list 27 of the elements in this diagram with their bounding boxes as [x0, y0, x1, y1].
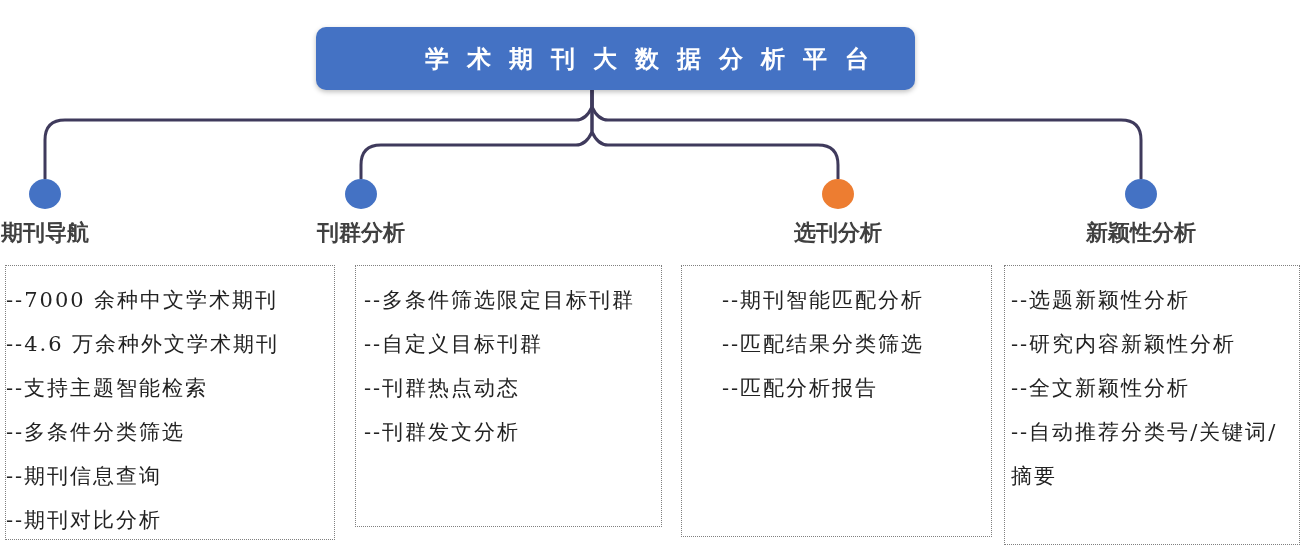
connector-line: [590, 90, 1143, 179]
list-item: --期刊智能匹配分析: [722, 287, 926, 314]
list-item: --多条件筛选限定目标刊群: [364, 287, 637, 314]
list-item: --期刊信息查询: [6, 463, 164, 490]
list-item: --刊群发文分析: [364, 419, 522, 446]
heading: 新颖性分析: [1086, 218, 1196, 247]
list-item: --4.6 万余种外文学术期刊: [6, 331, 281, 358]
list-item: --选题新颖性分析: [1011, 287, 1192, 314]
list-item: --刊群热点动态: [364, 375, 522, 402]
feature-list-box: [5, 265, 335, 540]
list-item: --支持主题智能检索: [6, 375, 210, 402]
list-item: --研究内容新颖性分析: [1011, 331, 1238, 358]
feature-list-box: [681, 265, 992, 537]
heading: 刊群分析: [317, 218, 405, 247]
list-item: --自动推荐分类号/关键词/摘要: [1011, 419, 1279, 490]
heading: 选刊分析: [794, 218, 882, 247]
list-item: --自定义目标刊群: [364, 331, 545, 358]
feature-list-box: [1004, 265, 1300, 545]
list-item: --匹配结果分类筛选: [722, 331, 926, 358]
heading: 期刊导航: [1, 218, 89, 247]
title-box: 学术期刊大数据分析平台: [316, 27, 915, 90]
feature-list-box: [355, 265, 662, 527]
list-item: --期刊对比分析: [6, 507, 164, 534]
list-item: --7000 余种中文学术期刊: [6, 287, 280, 314]
list-item: --匹配分析报告: [722, 375, 880, 402]
list-item: --多条件分类筛选: [6, 419, 187, 446]
list-item: --全文新颖性分析: [1011, 375, 1192, 402]
